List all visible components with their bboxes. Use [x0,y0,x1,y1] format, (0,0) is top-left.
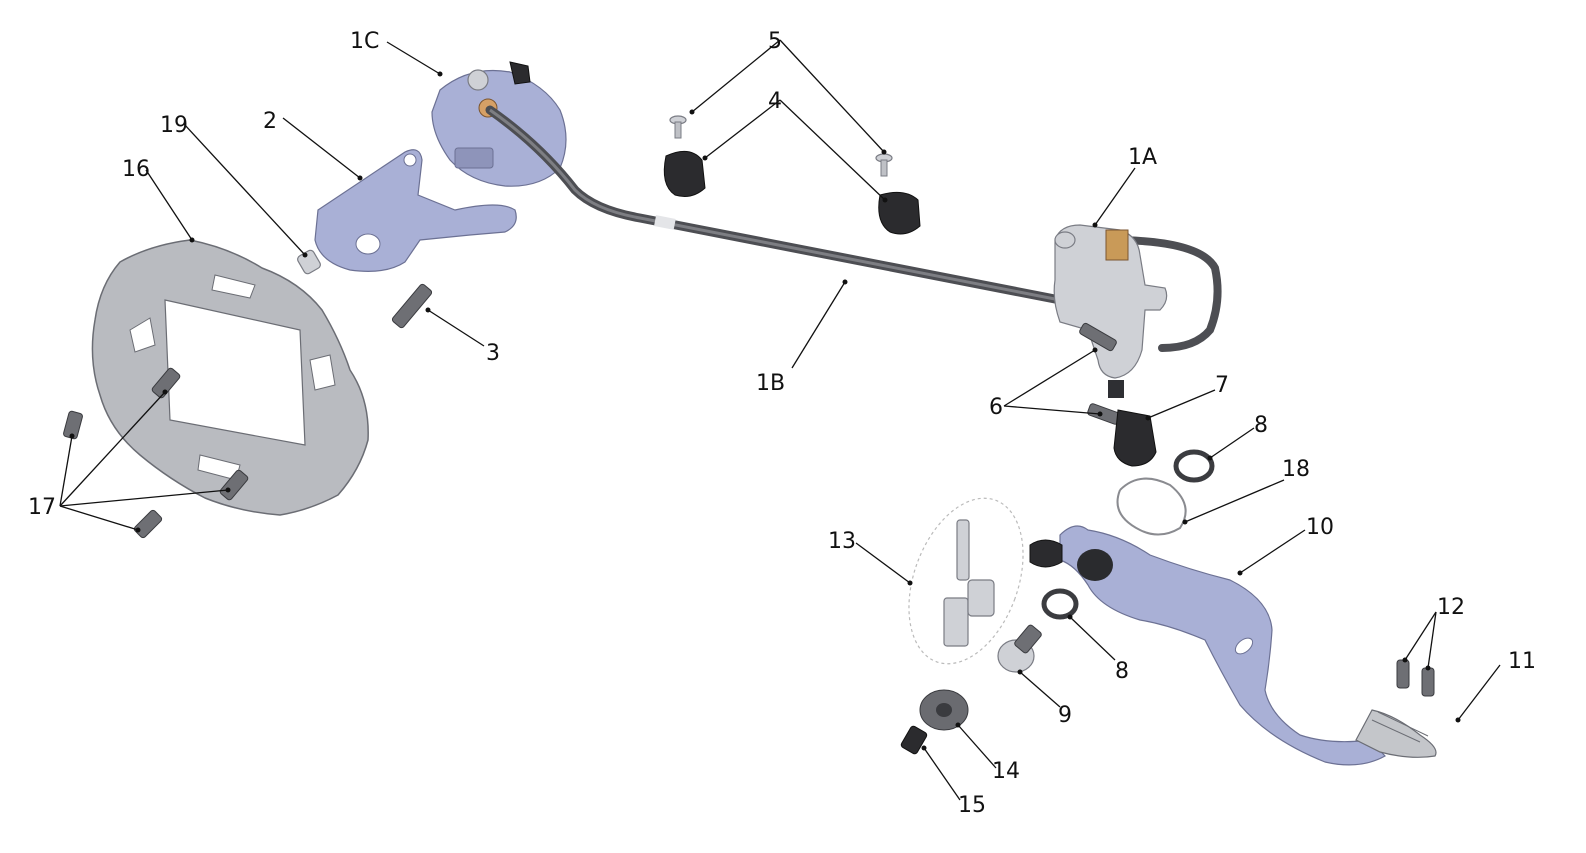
disc-bolts-17 [63,367,249,539]
callout-1A: 1A [1128,145,1157,170]
bracket-bolt-3 [391,283,433,329]
leader-1C [386,41,441,75]
leader-9 [1019,671,1061,708]
leader-19 [183,123,306,256]
leader-1B [791,281,846,369]
callout-labels: 1C 2 3 4 5 6 7 8 8 9 10 11 12 13 14 15 1… [28,29,1536,818]
leader-8a [1209,427,1255,459]
leader-17a [59,435,73,507]
leader-14 [957,724,997,769]
leader-3 [427,309,485,347]
brake-hose-1B [485,105,1222,352]
callout-15: 15 [958,793,986,818]
leader-5a [691,39,781,113]
leader-11 [1457,664,1501,721]
brake-disc-16 [91,239,369,516]
leader-18 [1184,479,1285,523]
leader-17c [59,489,229,507]
callout-5: 5 [768,29,782,54]
brake-pedal-10 [1029,525,1386,766]
leader-17d [59,505,139,531]
leader-15 [923,747,961,801]
leader-1A [1094,167,1136,226]
callout-4: 4 [768,89,782,114]
callout-7: 7 [1215,373,1229,398]
leader-4a [704,99,781,159]
leader-13 [855,542,911,584]
leader-16 [145,169,193,241]
spacer-19 [297,249,321,275]
callout-1B: 1B [756,371,785,396]
callout-18: 18 [1282,457,1310,482]
leader-6b [1003,405,1101,415]
callout-13: 13 [828,529,856,554]
callout-19: 19 [160,113,188,138]
leader-8b [1069,616,1116,661]
callout-11: 11 [1508,649,1536,674]
callout-6: 6 [989,395,1003,420]
leader-5b [779,39,885,153]
callout-17: 17 [28,495,56,520]
leader-2 [282,117,361,179]
callout-14: 14 [992,759,1020,784]
callout-8-lower: 8 [1115,659,1129,684]
washer-8-lower [1041,588,1079,620]
bolt-15 [900,725,928,755]
tip-screws-12 [1396,659,1435,697]
return-spring-18 [1116,477,1187,536]
leader-4b [779,99,886,201]
clip-screws-5 [669,115,893,177]
leader-6a [1003,349,1096,407]
leader-12b [1427,611,1437,669]
brake-caliper-1C [431,61,567,187]
leader-lines [59,39,1501,801]
leader-17b [59,391,166,507]
leader-12a [1404,611,1437,661]
leader-10 [1239,529,1306,574]
bushing-14 [919,689,969,731]
washer-8-upper [1173,449,1215,483]
hose-clips-4 [663,150,921,235]
callout-3: 3 [486,341,500,366]
pedal-tip-11 [1355,709,1437,758]
callout-16: 16 [122,157,150,182]
caliper-bracket-2 [314,149,517,272]
pivot-bolt-9 [997,624,1042,673]
leader-7 [1147,389,1216,419]
leader-arrowheads [69,71,1461,751]
callout-10: 10 [1306,515,1334,540]
pivot-switch-assembly-13 [908,497,1024,665]
callout-12: 12 [1437,595,1465,620]
callout-8-upper: 8 [1254,413,1268,438]
rubber-boot-7 [1113,409,1157,467]
callout-2: 2 [263,109,277,134]
master-cylinder-1A [1053,224,1168,398]
callout-9: 9 [1058,703,1072,728]
callout-1C: 1C [350,29,379,54]
